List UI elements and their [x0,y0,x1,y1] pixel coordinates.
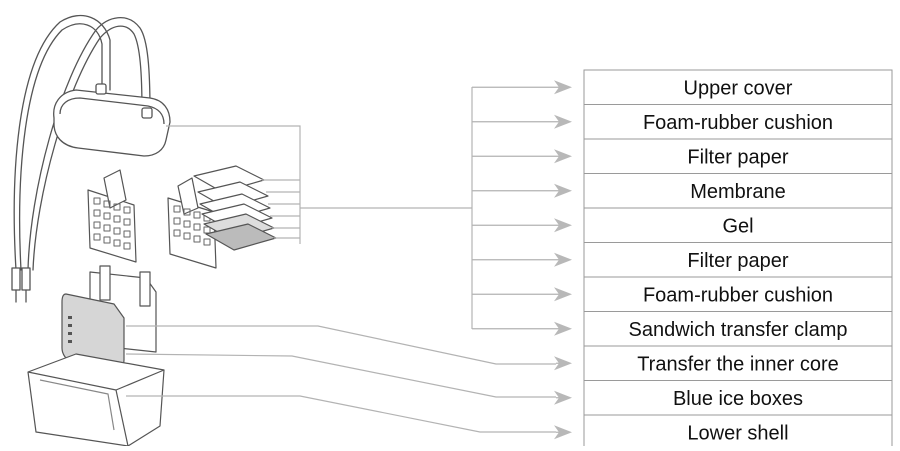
component-label-box: Blue ice boxes [584,381,892,416]
component-label: Filter paper [687,250,788,272]
component-label: Blue ice boxes [673,388,803,410]
component-label: Foam-rubber cushion [643,112,833,134]
component-label: Sandwich transfer clamp [629,319,848,341]
component-label: Membrane [690,181,786,203]
component-label-box: Upper cover [584,70,892,105]
component-label: Gel [722,215,753,237]
component-label: Filter paper [687,146,788,168]
sandwich-stack-illustration [168,166,276,268]
component-label-box: Lower shell [584,415,892,446]
component-label: Foam-rubber cushion [643,284,833,306]
component-label: Upper cover [684,77,793,99]
component-label: Transfer the inner core [637,353,839,375]
grid-panel-left-illustration [88,170,136,262]
lower-shell-illustration [28,354,164,446]
component-label-box: Sandwich transfer clamp [584,312,892,347]
component-label-box: Filter paper [584,139,892,174]
component-label-box: Gel [584,208,892,243]
upper-cover-illustration [54,84,170,156]
branch-lines [472,87,560,432]
component-label-box: Foam-rubber cushion [584,105,892,140]
component-label-box: Membrane [584,174,892,209]
component-label-box: Transfer the inner core [584,346,892,381]
component-label-box: Foam-rubber cushion [584,277,892,312]
component-label: Lower shell [687,422,788,444]
component-label-box: Filter paper [584,243,892,278]
